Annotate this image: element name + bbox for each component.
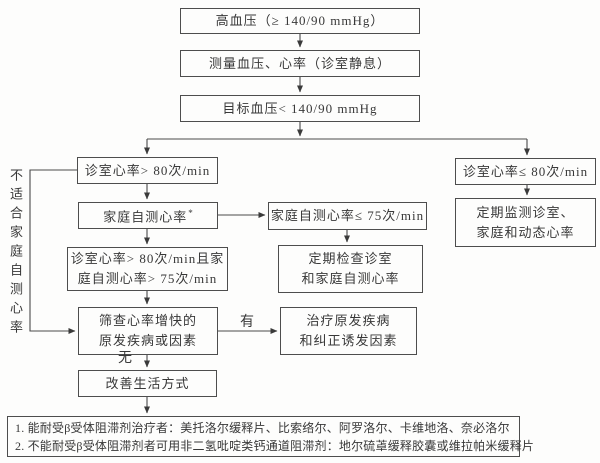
- node-both-hr-high-line1: 诊室心率> 80次/min且家: [70, 251, 225, 266]
- node-target-bp: 目标血压< 140/90 mmHg: [180, 95, 420, 122]
- node-both-hr-high: 诊室心率> 80次/min且家 庭自测心率> 75次/min: [67, 247, 228, 291]
- node-home-self-hr-label: 家庭自测心率*: [103, 208, 193, 225]
- footnote-line2: 2. 不能耐受β受体阻滞剂者可用非二氢吡啶类钙通道阻滞剂：地尔硫䓬缓释胶囊或维拉…: [15, 438, 535, 453]
- node-home-self-hr: 家庭自测心率*: [78, 202, 218, 229]
- node-periodic-monitor-line2: 家庭和动态心率: [476, 224, 575, 240]
- edge-label-yes: 有: [240, 315, 254, 330]
- node-screen-causes-line1: 筛查心率增快的: [98, 313, 197, 328]
- footnote-line1: 1. 能耐受β受体阻滞剂治疗者：美托洛尔缓释片、比索络尔、阿罗洛尔、卡维地洛、奈…: [15, 420, 510, 435]
- node-screen-causes-line2: 原发疾病或因素: [98, 333, 197, 348]
- node-hypertension: 高血压（≥ 140/90 mmHg）: [180, 8, 420, 34]
- node-office-hr-low-label: 诊室心率≤ 80次/min: [462, 163, 589, 179]
- node-treat-causes-line2: 和纠正诱发因素: [299, 333, 398, 348]
- node-periodic-check-line1: 定期检查诊室: [308, 251, 393, 266]
- node-periodic-check-line2: 和家庭自测心率: [301, 271, 400, 286]
- node-treat-causes: 治疗原发疾病 和纠正诱发因素: [280, 307, 417, 355]
- node-lifestyle-label: 改善生活方式: [105, 375, 190, 391]
- footnote-box: 1. 能耐受β受体阻滞剂治疗者：美托洛尔缓释片、比索络尔、阿罗洛尔、卡维地洛、奈…: [7, 416, 535, 457]
- node-both-hr-high-line2: 庭自测心率> 75次/min: [77, 271, 218, 286]
- node-hypertension-label: 高血压（≥ 140/90 mmHg）: [215, 13, 385, 28]
- node-office-hr-high: 诊室心率> 80次/min: [77, 157, 218, 184]
- node-office-hr-high-label: 诊室心率> 80次/min: [84, 162, 211, 178]
- node-lifestyle: 改善生活方式: [78, 370, 217, 397]
- node-treat-causes-line1: 治疗原发疾病: [306, 313, 391, 328]
- node-measure-label: 测量血压、心率（诊室静息）: [208, 55, 391, 71]
- node-home-hr-low: 家庭自测心率≤ 75次/min: [268, 202, 427, 230]
- node-screen-causes: 筛查心率增快的 原发疾病或因素: [78, 307, 218, 355]
- node-periodic-monitor: 定期监测诊室、 家庭和动态心率: [455, 198, 596, 247]
- node-periodic-monitor-line1: 定期监测诊室、: [476, 204, 575, 220]
- side-note-unsuitable-home-monitoring: 不适合家庭自测心率: [8, 168, 23, 339]
- node-target-label: 目标血压< 140/90 mmHg: [222, 100, 378, 116]
- node-office-hr-low: 诊室心率≤ 80次/min: [455, 158, 596, 185]
- asterisk-footnote-marker: *: [188, 208, 193, 219]
- node-home-hr-low-label: 家庭自测心率≤ 75次/min: [270, 208, 425, 223]
- edge-bypass-no-home-monitoring: [29, 169, 77, 334]
- edge-label-no: 无: [118, 351, 132, 366]
- node-periodic-check: 定期检查诊室 和家庭自测心率: [278, 245, 423, 293]
- node-measure-bp-hr: 测量血压、心率（诊室静息）: [180, 50, 420, 77]
